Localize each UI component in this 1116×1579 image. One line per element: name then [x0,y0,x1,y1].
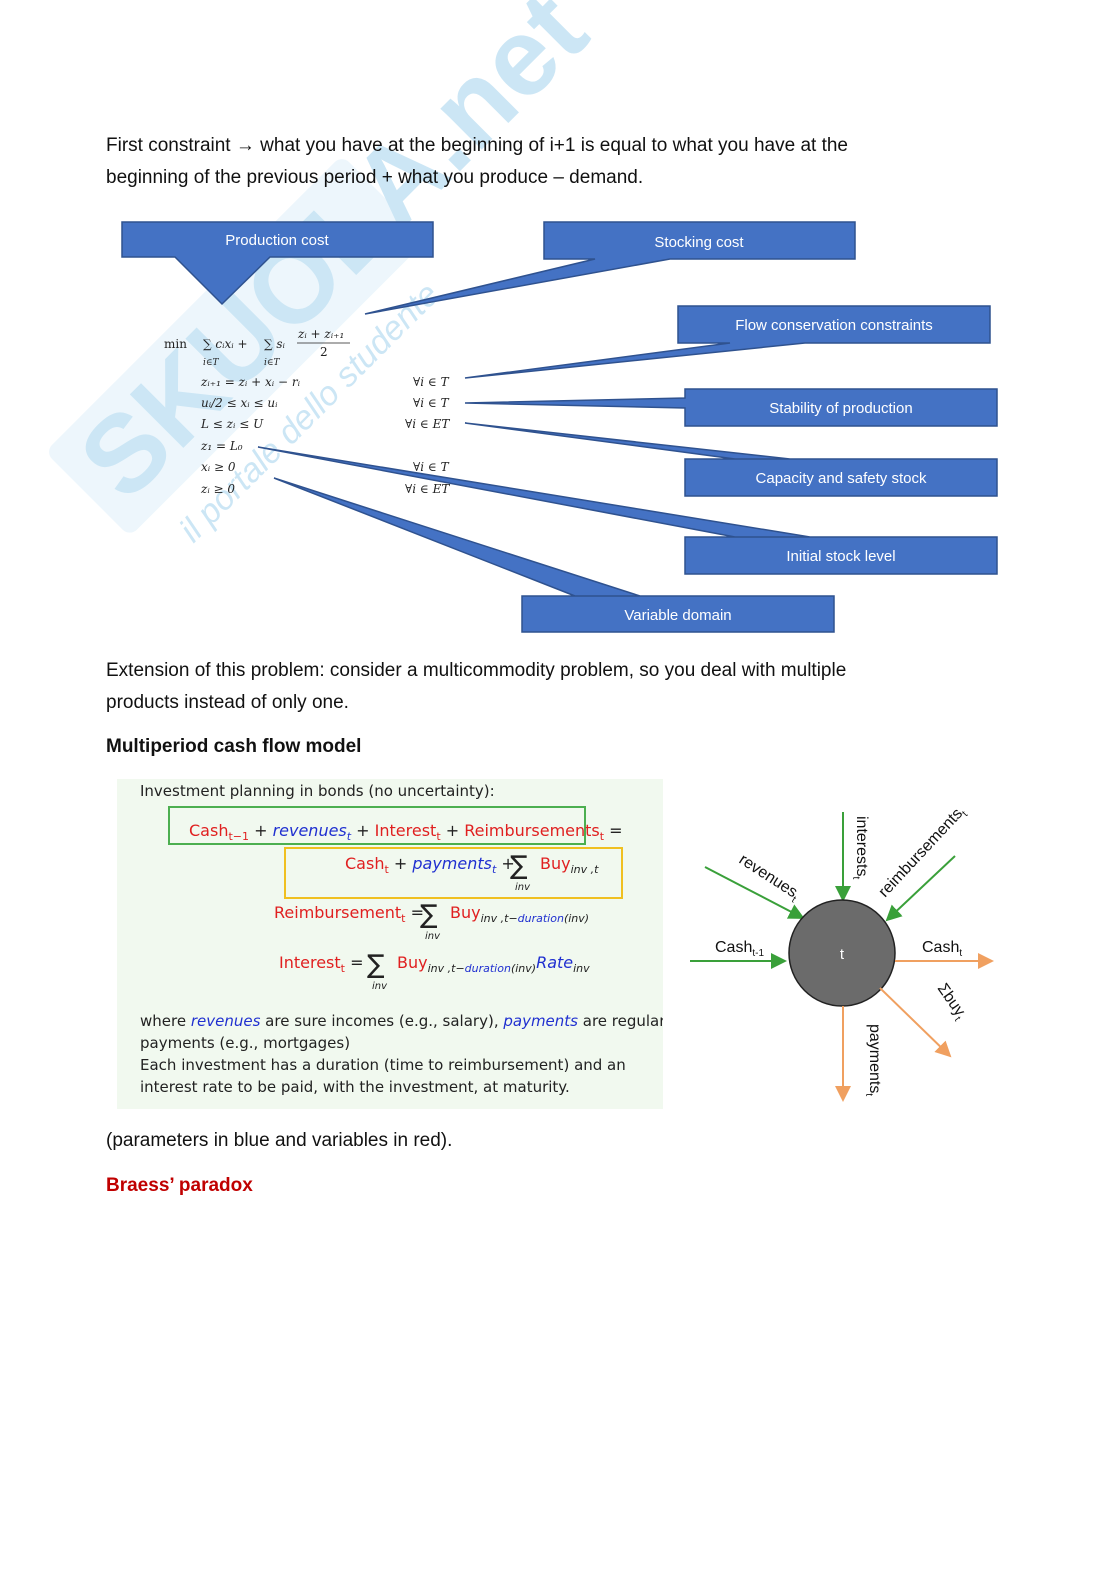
intro-paragraph: First constraint → what you have at the … [106,130,848,194]
arrow-revenues [704,866,805,919]
svg-text:Capacity and safety stock: Capacity and safety stock [756,470,927,487]
label-cash-prev: Casht-1 [715,939,764,959]
callout-stocking-cost: Stocking cost [364,221,856,315]
svg-text:i∈T: i∈T [203,358,220,368]
svg-text:Stability of production: Stability of production [769,400,912,417]
extension-line2: products instead of only one. [106,692,349,713]
svg-text:∑: ∑ [420,900,438,930]
watermark: SKUOLA.net il portale dello studente [49,0,610,550]
svg-text:inv: inv [515,882,531,893]
node-flow-diagram: t Casht-1 Casht revenuest interestst rei… [690,803,994,1102]
svg-text:Flow conservation constraints: Flow conservation constraints [735,317,933,334]
equation-3: Reimbursementt = [274,903,424,925]
label-cash-t: Casht [922,939,962,959]
label-payments: paymentst [863,1024,883,1096]
svg-text:zᵢ₊₁ = zᵢ + xᵢ − rᵢ: zᵢ₊₁ = zᵢ + xᵢ − rᵢ [200,375,301,389]
svg-text:∑ cᵢxᵢ +: ∑ cᵢxᵢ + [203,337,248,351]
callout-initial-stock: Initial stock level [257,446,998,575]
intro-rest: what you have at the beginning of i+1 is… [254,135,848,156]
svg-text:∀i ∈ ET: ∀i ∈ ET [405,482,450,496]
svg-text:Production cost: Production cost [225,232,329,249]
intro-prefix: First constraint [106,135,231,156]
panel-note-1: where revenues are sure incomes (e.g., s… [140,1012,663,1030]
svg-text:∑ sᵢ: ∑ sᵢ [264,337,286,351]
label-reimbursements: reimbursementst [875,803,970,903]
svg-text:min: min [164,337,187,351]
svg-text:z₁ = L₀: z₁ = L₀ [200,439,243,453]
svg-text:Variable domain: Variable domain [624,607,731,624]
svg-text:Buyinv ,t−duration(inv)Rateinv: Buyinv ,t−duration(inv)Rateinv [397,953,590,975]
model-diagram: .cb{fill:#4472c4;stroke:#2f528f;stroke-w… [121,221,998,633]
arrow-reimbursements [885,855,956,922]
callout-variable-domain: Variable domain [273,477,835,633]
svg-text:∀i ∈ T: ∀i ∈ T [413,375,450,389]
svg-text:Initial stock level: Initial stock level [786,548,895,565]
svg-text:∑: ∑ [367,950,385,980]
svg-text:Stocking cost: Stocking cost [654,234,744,251]
cashflow-heading: Multiperiod cash flow model [106,736,362,757]
panel-note-3: Each investment has a duration (time to … [140,1056,626,1074]
cashflow-panel: Investment planning in bonds (no uncerta… [117,779,663,1109]
svg-text:zᵢ + zᵢ₊₁: zᵢ + zᵢ₊₁ [297,327,344,341]
svg-text:Buyinv ,t: Buyinv ,t [540,854,599,876]
callout-production-cost: Production cost [121,221,434,306]
svg-text:2: 2 [320,345,328,359]
extension-paragraph: Extension of this problem: consider a mu… [106,655,846,719]
label-interests: interestst [850,816,870,879]
panel-title: Investment planning in bonds (no uncerta… [140,782,495,800]
svg-text:∀i ∈ T: ∀i ∈ T [413,396,450,410]
svg-text:xᵢ ≥ 0: xᵢ ≥ 0 [201,460,236,474]
callout-stability: Stability of production [464,388,998,427]
equation-1: Casht−1 + revenuest + Interestt + Reimbu… [189,821,623,843]
right-arrow-icon: → [235,135,255,156]
svg-text:zᵢ ≥ 0: zᵢ ≥ 0 [200,482,235,496]
svg-text:uᵢ/2 ≤ xᵢ ≤ uᵢ: uᵢ/2 ≤ xᵢ ≤ uᵢ [201,396,278,410]
braess-heading: Braess’ paradox [106,1175,253,1196]
svg-text:∀i ∈ ET: ∀i ∈ ET [405,417,450,431]
svg-text:L ≤ zᵢ ≤ U: L ≤ zᵢ ≤ U [200,417,264,431]
svg-text:Buyinv ,t−duration(inv): Buyinv ,t−duration(inv) [450,903,589,925]
intro-line2: beginning of the previous period + what … [106,167,644,188]
callout-flow-conservation: Flow conservation constraints [464,305,991,379]
panel-note-2: payments (e.g., mortgages) [140,1034,350,1052]
equation-2: Casht + paymentst + [345,854,515,876]
panel-note-4: interest rate to be paid, with the inves… [140,1078,570,1096]
optimization-formula: min ∑ cᵢxᵢ + ∑ sᵢ zᵢ + zᵢ₊₁ 2 i∈T i∈T zᵢ… [164,327,450,496]
label-revenues: revenuest [734,851,803,905]
callout-capacity: Capacity and safety stock [464,422,998,497]
svg-text:i∈T: i∈T [264,358,281,368]
svg-text:inv: inv [425,931,441,942]
node-label: t [840,946,845,963]
svg-text:inv: inv [372,981,388,992]
svg-text:∑: ∑ [510,851,528,881]
params-note: (parameters in blue and variables in red… [106,1130,453,1151]
equation-4: Interestt = [279,953,363,975]
label-sumbuy: Σbuyt [931,981,970,1024]
arrow-sumbuy [879,987,952,1058]
extension-line1: Extension of this problem: consider a mu… [106,660,847,681]
svg-text:∀i ∈ T: ∀i ∈ T [413,460,450,474]
